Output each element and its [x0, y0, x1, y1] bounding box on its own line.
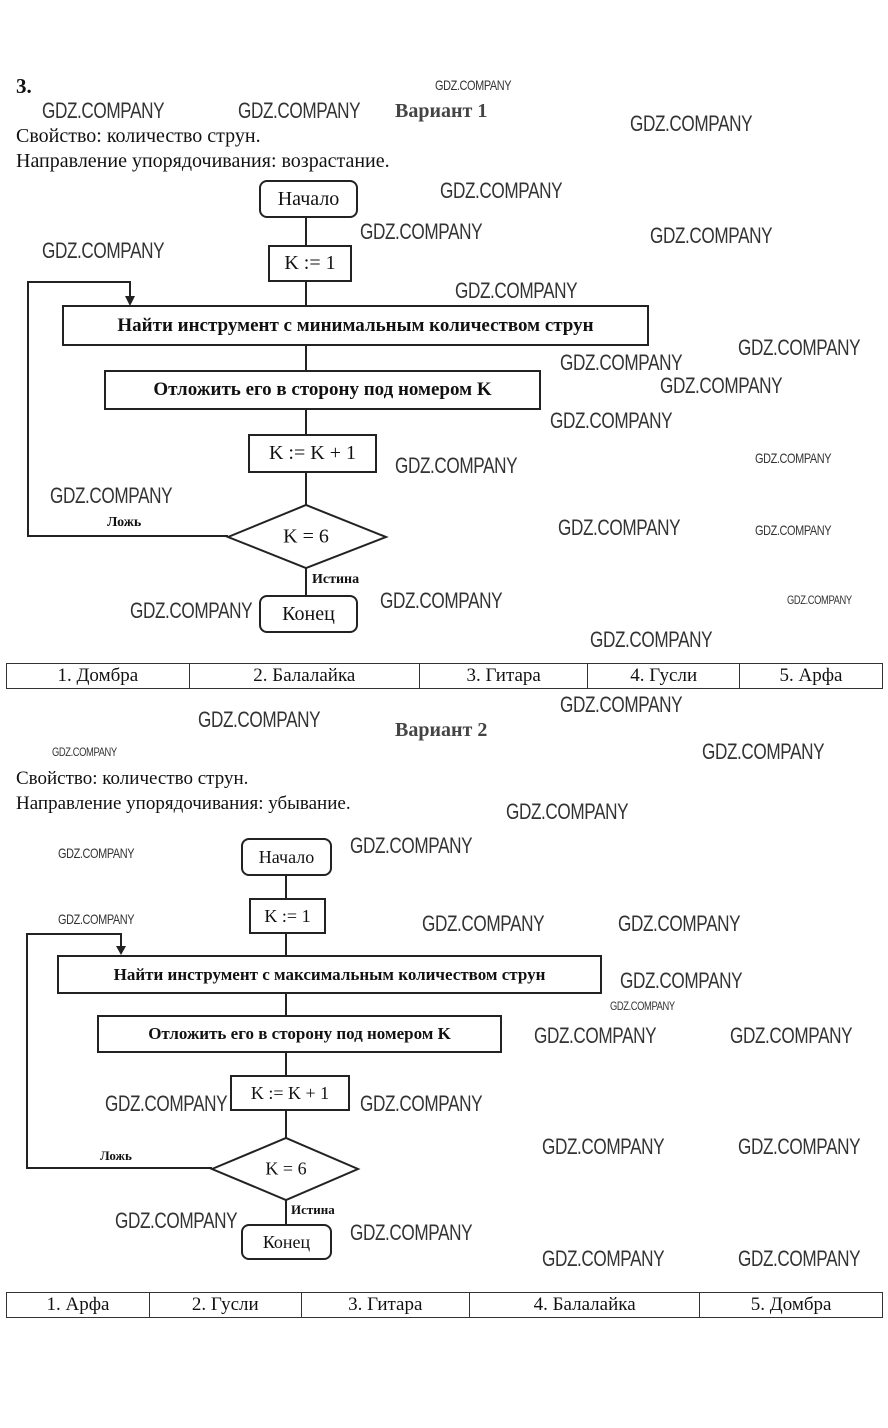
flowchart1-true-label: Истина	[312, 572, 360, 587]
watermark: GDZ.COMPANY	[58, 911, 135, 927]
watermark: GDZ.COMPANY	[738, 1246, 861, 1271]
variant1-direction: Направление упорядочивания: возрастание.	[16, 150, 390, 172]
variant1-title: Вариант 1	[395, 100, 488, 122]
watermark: GDZ.COMPANY	[755, 450, 832, 466]
result-cell: 3. Гитара	[300, 1292, 470, 1318]
arrow-head-icon	[116, 946, 126, 955]
watermark: GDZ.COMPANY	[542, 1246, 665, 1271]
result-cell: 1. Арфа	[6, 1292, 150, 1318]
watermark: GDZ.COMPANY	[42, 238, 165, 263]
watermark: GDZ.COMPANY	[455, 278, 578, 303]
watermark: GDZ.COMPANY	[620, 968, 743, 993]
variant2-direction: Направление упорядочивания: убывание.	[16, 793, 351, 814]
watermark: GDZ.COMPANY	[506, 799, 629, 824]
watermark: GDZ.COMPANY	[738, 335, 861, 360]
watermark: GDZ.COMPANY	[558, 515, 681, 540]
watermark: GDZ.COMPANY	[738, 1134, 861, 1159]
watermark: GDZ.COMPANY	[630, 111, 753, 136]
variant1-result-table: 1. Домбра 2. Балалайка 3. Гитара 4. Гусл…	[6, 663, 883, 689]
watermark: GDZ.COMPANY	[534, 1023, 657, 1048]
flowchart2-true-label: Истина	[291, 1202, 335, 1217]
watermark: GDZ.COMPANY	[130, 598, 253, 623]
watermark: GDZ.COMPANY	[560, 692, 683, 717]
watermark: GDZ.COMPANY	[618, 911, 741, 936]
variant2-title: Вариант 2	[395, 719, 488, 741]
flowchart2-false-label: Ложь	[100, 1148, 132, 1163]
result-cell: 4. Балалайка	[468, 1292, 701, 1318]
watermark: GDZ.COMPANY	[702, 739, 825, 764]
flowchart1-false-label: Ложь	[107, 515, 142, 530]
flowchart1-condition: K = 6	[283, 525, 329, 548]
watermark: GDZ.COMPANY	[52, 745, 117, 759]
flowchart2-init: K := 1	[249, 898, 326, 934]
result-cell: 5. Арфа	[739, 663, 883, 689]
watermark: GDZ.COMPANY	[360, 1091, 483, 1116]
flowchart1-put: Отложить его в сторону под номером K	[104, 370, 541, 410]
watermark: GDZ.COMPANY	[380, 588, 503, 613]
watermark: GDZ.COMPANY	[590, 627, 713, 652]
watermark: GDZ.COMPANY	[550, 408, 673, 433]
watermark: GDZ.COMPANY	[58, 845, 135, 861]
flowchart1-increment: K := K + 1	[248, 434, 377, 473]
watermark: GDZ.COMPANY	[350, 1220, 473, 1245]
arrow-head-icon	[125, 296, 135, 306]
watermark: GDZ.COMPANY	[610, 999, 675, 1013]
watermark: GDZ.COMPANY	[238, 98, 361, 123]
result-cell: 3. Гитара	[418, 663, 589, 689]
variant2-result-table: 1. Арфа 2. Гусли 3. Гитара 4. Балалайка …	[6, 1292, 883, 1318]
flowchart1-init: K := 1	[268, 245, 352, 282]
watermark: GDZ.COMPANY	[395, 453, 518, 478]
watermark: GDZ.COMPANY	[50, 483, 173, 508]
watermark: GDZ.COMPANY	[435, 77, 512, 93]
watermark: GDZ.COMPANY	[350, 833, 473, 858]
watermark: GDZ.COMPANY	[105, 1091, 228, 1116]
flowchart2-end: Конец	[241, 1224, 332, 1260]
flowchart2-put: Отложить его в сторону под номером K	[97, 1015, 502, 1053]
watermark: GDZ.COMPANY	[542, 1134, 665, 1159]
watermark: GDZ.COMPANY	[360, 219, 483, 244]
result-cell: 5. Домбра	[699, 1292, 883, 1318]
watermark: GDZ.COMPANY	[660, 373, 783, 398]
result-cell: 2. Гусли	[148, 1292, 302, 1318]
flowchart1-find: Найти инструмент с минимальным количеств…	[62, 305, 649, 346]
flowchart2-find: Найти инструмент с максимальным количест…	[57, 955, 602, 994]
result-cell: 1. Домбра	[6, 663, 190, 689]
flowchart1-end: Конец	[259, 595, 358, 633]
variant1-property: Свойство: количество струн.	[16, 125, 261, 147]
watermark: GDZ.COMPANY	[560, 350, 683, 375]
variant2-property: Свойство: количество струн.	[16, 768, 249, 789]
task-number: 3.	[16, 74, 32, 98]
watermark: GDZ.COMPANY	[787, 593, 852, 607]
watermark: GDZ.COMPANY	[42, 98, 165, 123]
flowchart2-increment: K := K + 1	[230, 1075, 350, 1111]
flowchart1-start: Начало	[259, 180, 358, 218]
watermark: GDZ.COMPANY	[440, 178, 563, 203]
watermark: GDZ.COMPANY	[755, 522, 832, 538]
result-cell: 4. Гусли	[587, 663, 740, 689]
watermark: GDZ.COMPANY	[115, 1208, 238, 1233]
result-cell: 2. Балалайка	[188, 663, 421, 689]
watermark: GDZ.COMPANY	[422, 911, 545, 936]
flowchart2-start: Начало	[241, 838, 332, 876]
watermark: GDZ.COMPANY	[198, 707, 321, 732]
watermark: GDZ.COMPANY	[650, 223, 773, 248]
flowchart2-condition: K = 6	[265, 1158, 307, 1179]
watermark: GDZ.COMPANY	[730, 1023, 853, 1048]
